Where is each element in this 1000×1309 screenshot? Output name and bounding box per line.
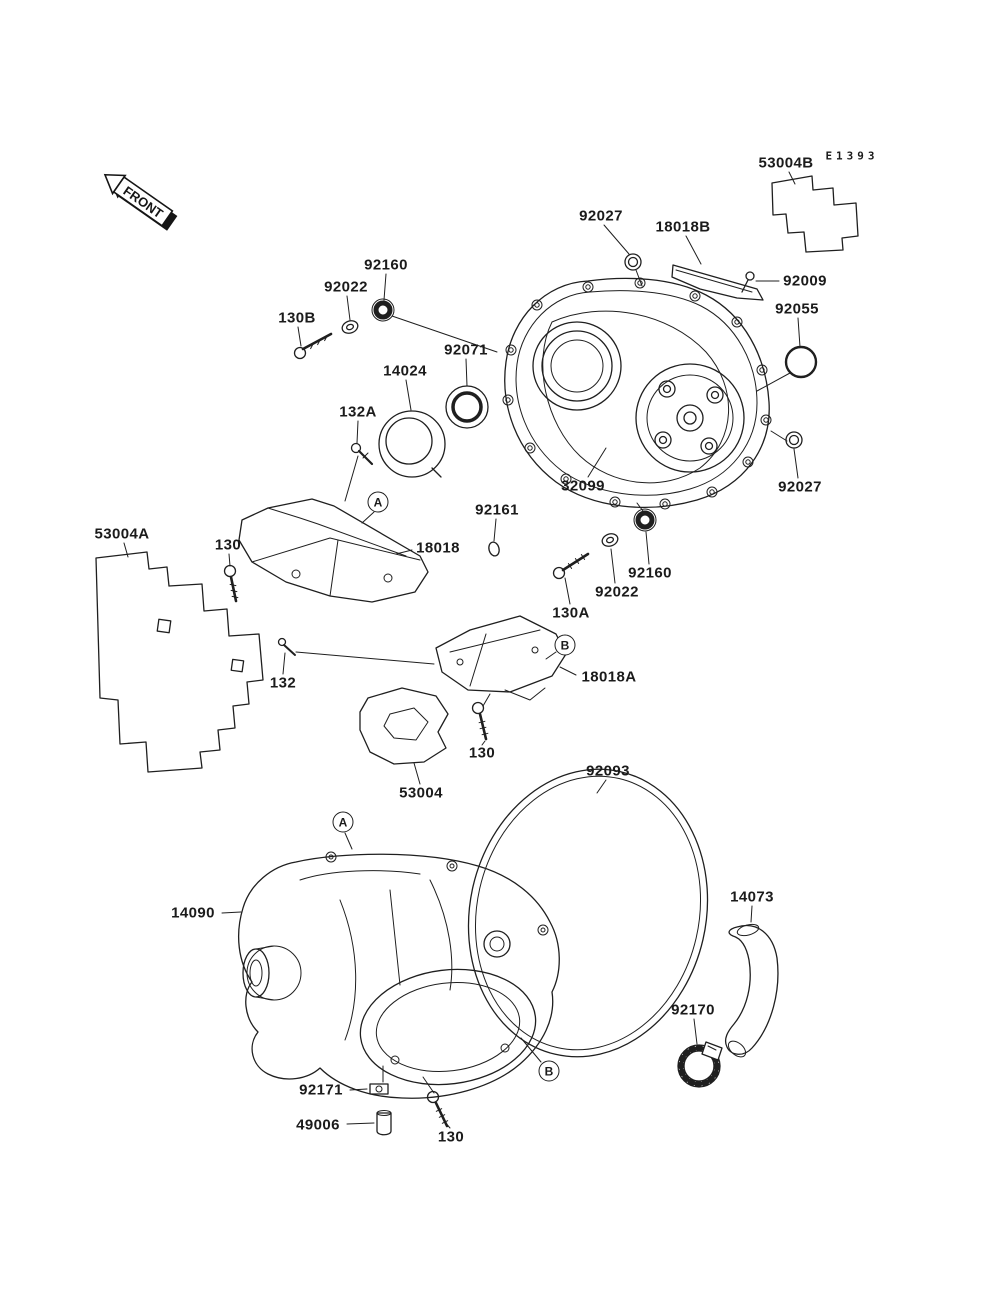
cap-14024-drawing xyxy=(378,379,446,478)
gasket-92093-drawing xyxy=(467,768,709,1058)
bolt-130-left-drawing xyxy=(223,553,239,603)
part-label-18018B: 18018B xyxy=(655,218,711,236)
part-label-130-left: 130 xyxy=(214,536,242,554)
bolt-130-bottom-drawing xyxy=(422,1076,451,1129)
callout-B-lower: B xyxy=(538,1060,560,1082)
damper-92160-mid-drawing xyxy=(633,502,657,565)
gasket-53004-drawing xyxy=(359,687,449,785)
callout-A-upper: A xyxy=(367,491,389,513)
part-label-53004: 53004 xyxy=(399,784,443,802)
part-label-92022-top: 92022 xyxy=(324,278,368,296)
seal-92071-drawing xyxy=(445,358,489,429)
part-label-130-bottom: 130 xyxy=(437,1128,465,1146)
oring-92055-drawing xyxy=(756,317,818,392)
clamp-92170-drawing xyxy=(677,1018,723,1088)
cap-49006-drawing xyxy=(346,1110,392,1136)
part-label-14073: 14073 xyxy=(730,888,774,906)
part-label-92055: 92055 xyxy=(775,300,819,318)
part-label-53004A: 53004A xyxy=(94,525,150,543)
screw-132A-drawing xyxy=(344,420,374,502)
damper-92160-top-drawing xyxy=(371,273,498,353)
part-label-92160-top: 92160 xyxy=(364,256,408,274)
gasket-53004A-drawing xyxy=(95,542,264,773)
duct-14073-drawing xyxy=(724,905,779,1058)
callout-B-upper: B xyxy=(554,634,576,656)
bolt-130B-drawing xyxy=(293,326,333,360)
screw-132-drawing xyxy=(277,637,435,675)
part-label-92022-mid: 92022 xyxy=(595,583,639,601)
part-label-14090: 14090 xyxy=(171,904,215,922)
callout-connectors xyxy=(344,511,557,1063)
bracket-18018B-drawing xyxy=(671,235,764,301)
part-label-92160-mid: 92160 xyxy=(628,564,672,582)
part-label-92027-right: 92027 xyxy=(778,478,822,496)
washer-92022-top-drawing xyxy=(341,295,359,334)
part-label-49006: 49006 xyxy=(296,1116,340,1134)
part-label-92071: 92071 xyxy=(444,341,488,359)
part-label-132A: 132A xyxy=(339,403,377,421)
diagram-code: E1393 xyxy=(825,149,879,163)
part-label-132: 132 xyxy=(269,674,297,692)
bolt-130-center-drawing xyxy=(471,693,491,746)
washer-92022-mid-drawing xyxy=(601,533,619,584)
part-label-92171: 92171 xyxy=(299,1081,343,1099)
cover-14090-drawing xyxy=(221,851,560,1099)
bolt-130A-drawing xyxy=(552,552,590,605)
part-label-92027-top: 92027 xyxy=(579,207,623,225)
part-label-18018: 18018 xyxy=(416,539,460,557)
screw-92009-drawing xyxy=(741,271,780,293)
bracket-18018A-drawing xyxy=(435,615,577,701)
part-label-92170: 92170 xyxy=(671,1001,715,1019)
nut-92027-top-drawing xyxy=(603,224,643,287)
nut-92027-right-drawing xyxy=(770,430,803,479)
callout-A-lower: A xyxy=(332,811,354,833)
converter-cover-32099-drawing xyxy=(502,277,772,510)
guard-18018-drawing xyxy=(238,498,429,603)
pin-92161-drawing xyxy=(488,518,500,557)
part-label-92009: 92009 xyxy=(783,272,827,290)
part-label-32099: 32099 xyxy=(561,477,605,495)
part-label-18018A: 18018A xyxy=(581,668,637,686)
part-label-130-center: 130 xyxy=(468,744,496,762)
front-direction-arrow: FRONT xyxy=(103,173,174,227)
plate-53004B-drawing xyxy=(771,171,859,253)
part-label-53004B: 53004B xyxy=(758,154,814,172)
part-label-92093: 92093 xyxy=(586,762,630,780)
part-label-130A: 130A xyxy=(552,604,590,622)
part-label-130B: 130B xyxy=(278,309,316,327)
part-label-14024: 14024 xyxy=(383,362,427,380)
clamp-92171-drawing xyxy=(349,1083,389,1095)
part-label-92161: 92161 xyxy=(475,501,519,519)
